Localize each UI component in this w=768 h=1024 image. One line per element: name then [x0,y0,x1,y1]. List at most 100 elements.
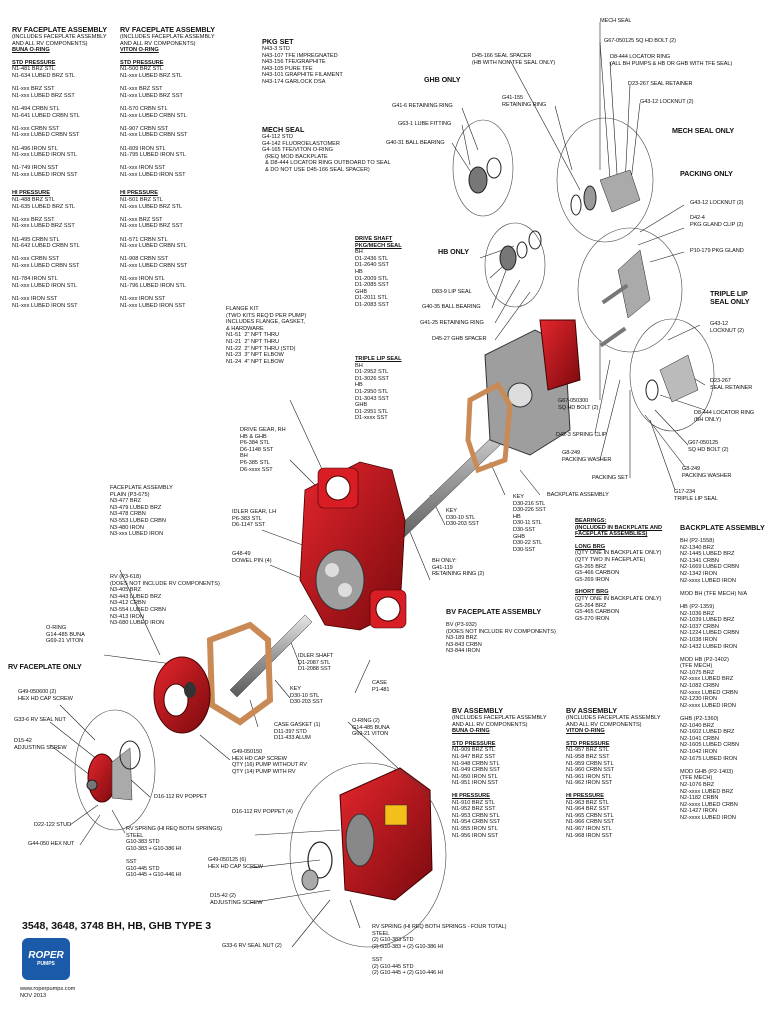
packing-bubble [577,227,683,353]
part-line: (TWO KITS REQ'D PER PUMP) [226,312,307,319]
mech-seal-parts [570,169,641,216]
part-line: D1-2951 STL [355,408,389,415]
part-line [120,270,215,277]
triple-lip-parts [645,354,699,403]
part-line [120,250,215,257]
packing-parts [599,249,651,348]
part-line: N2-1075 BRZ [680,669,715,676]
part-line: N1-642 LUBED CRBN STL [12,243,80,250]
part-line: IDLER GEAR, LH [232,509,277,515]
part-line [120,80,215,87]
part-line: N1-xxx LUBED CRBN STL [120,112,187,119]
part-line: N1-908 CRBN SST [120,256,169,263]
label-rv-spring1: RV SPRING (HI REQ BOTH SPRINGS) STEEL G1… [126,826,222,879]
part-line [12,289,107,296]
part-line: N1-501 BRZ STL [120,197,163,204]
part-line: N1-959 CRBN STL [566,760,614,767]
part-line: D1-2640 SST [355,262,389,269]
part-line: N43-3 STD [262,46,290,52]
label-g49-cap2: G49-050125 (6) HEX HD CAP SCREW [208,857,263,870]
hb-only-bubble [484,222,546,308]
part-line: N1-xxx IRON STL [120,276,165,283]
part-line [120,159,215,166]
rv-left [86,740,141,803]
label-g41-6: G41-6 RETAINING RING [392,103,453,109]
part-line [12,80,107,87]
part-line: N3-443 LUBED BRZ [110,593,162,600]
part-line: N1-xxx BRZ SST [12,216,55,223]
label-bh-only: BH ONLY: G41-119 RETAINING RING (2) [432,558,485,578]
part-line: DRIVE GEAR, RH [240,427,286,433]
part-line: N1-968 IRON SST [566,832,613,839]
part-line [120,210,215,217]
part-line: N43-107 TFE IMPREGNATED [262,52,338,59]
bv-faceplate-list: BV FACEPLATE ASSEMBLY BV (P3-932)(DOES N… [446,607,556,655]
part-line: FACEPLATE ASSEMBLY [110,485,173,491]
label-d45-166: D45-166 SEAL SPACER (HB WITH NON-TFE SEA… [472,53,556,66]
label-d42-3: D42-3 SPRING CLIP [556,432,607,438]
label-d16-poppet: D16-112 RV POPPET [154,794,207,800]
part-line: N1-951 IRON SST [452,780,499,787]
part-line: N2-xxxx LUBED CRBN [680,801,738,808]
part-line: G4-112 STD [262,134,293,140]
part-line: N1-21 2" NPT THRU [226,338,280,345]
part-line: N1-634 LUBED BRZ STL [12,72,76,79]
part-line: N3-480 IRON [110,524,144,531]
part-line: N2-1040 BRZ [680,722,715,729]
part-line: N1-22 2" NPT THRU (STD) [226,345,296,352]
part-line: N1-xxx LUBED BRZ SST [12,223,75,230]
part-line: N1-xxx LUBED IRON SST [12,171,78,178]
label-g41-25: G41-25 RETAINING RING [420,320,484,326]
part-line: N1-xxx LUBED BRZ STL [120,72,183,79]
part-line: N2-1042 IRON [680,749,717,755]
part-line: N3-189 BRZ [446,635,478,642]
part-line: N43-174 GARLOCK DSA [262,78,326,85]
part-line: D1-xxxx SST [355,415,388,422]
part-line: (TFE MECH) [680,775,713,782]
part-line [12,139,107,146]
part-line: N1-796 LUBED IRON STL [120,282,186,289]
part-line: N1-955 IRON STL [452,825,498,832]
label-g17-234: G17-234 TRIPLE LIP SEAL [674,489,718,502]
part-line: N1-963 BRZ STL [566,799,609,806]
part-line: N1-xxx IRON SST [12,295,58,302]
part-line [12,270,107,277]
label-ghb-only: GHB ONLY [424,75,461,84]
part-line: N3-553 LUBED CRBN [110,517,166,524]
part-line: G5-264 BRZ [575,602,607,609]
part-line: N1-954 CRBN SST [452,819,501,826]
part-line: D6-1147 SST [232,522,266,529]
part-line: D1-2436 STL [355,255,389,262]
part-line: N1-24 4" NPT ELBOW [226,358,284,365]
part-line: N2-1432 LUBED IRON [680,643,738,650]
part-line: INCLUDES FLANGE, GASKET, [226,319,305,326]
part-line: N2-1230 IRON [680,696,717,703]
part-line: N1-xxx LUBED BRZ SST [120,92,183,99]
part-line: BH [355,362,363,369]
part-line: N1-962 IRON SST [566,780,613,787]
part-line: N2-xxxx LUBED IRON [680,702,736,709]
ghb-only-bubble [452,119,514,217]
part-line [12,159,107,166]
part-line: AND ALL RV COMPONENTS) [566,721,642,728]
part-line: (DOES NOT INCLUDE RV COMPONENTS) [110,580,220,587]
backplate-assembly-list: BACKPLATE ASSEMBLY BH (P2-1558)N2-1340 B… [680,523,765,821]
part-line: N1-910 BRZ STL [452,799,495,806]
label-idler-shaft: IDLER SHAFT D1-2087 STL D1-2088 SST [298,653,334,673]
label-key2: KEY D30-10 STL D30-203 SST [446,508,479,528]
part-line: N2-1675 LUBED IRON [680,755,738,762]
part-line: N1-xxx CRBN SST [12,125,60,132]
hb-bearing [499,230,542,271]
part-line: N3-405 BRZ [110,587,142,594]
part-line: G5-269 IRON [575,576,610,583]
label-d16-poppet2: D16-112 RV POPPET (4) [232,809,293,815]
part-line: D1-2009 STL [355,275,389,282]
part-line: N2-1445 LUBED BRZ [680,551,735,558]
part-line: N1-488 BRZ STL [12,197,55,204]
part-line: N1-xxx BRZ SST [12,86,55,93]
part-line: N3-413 IRON [110,613,144,620]
